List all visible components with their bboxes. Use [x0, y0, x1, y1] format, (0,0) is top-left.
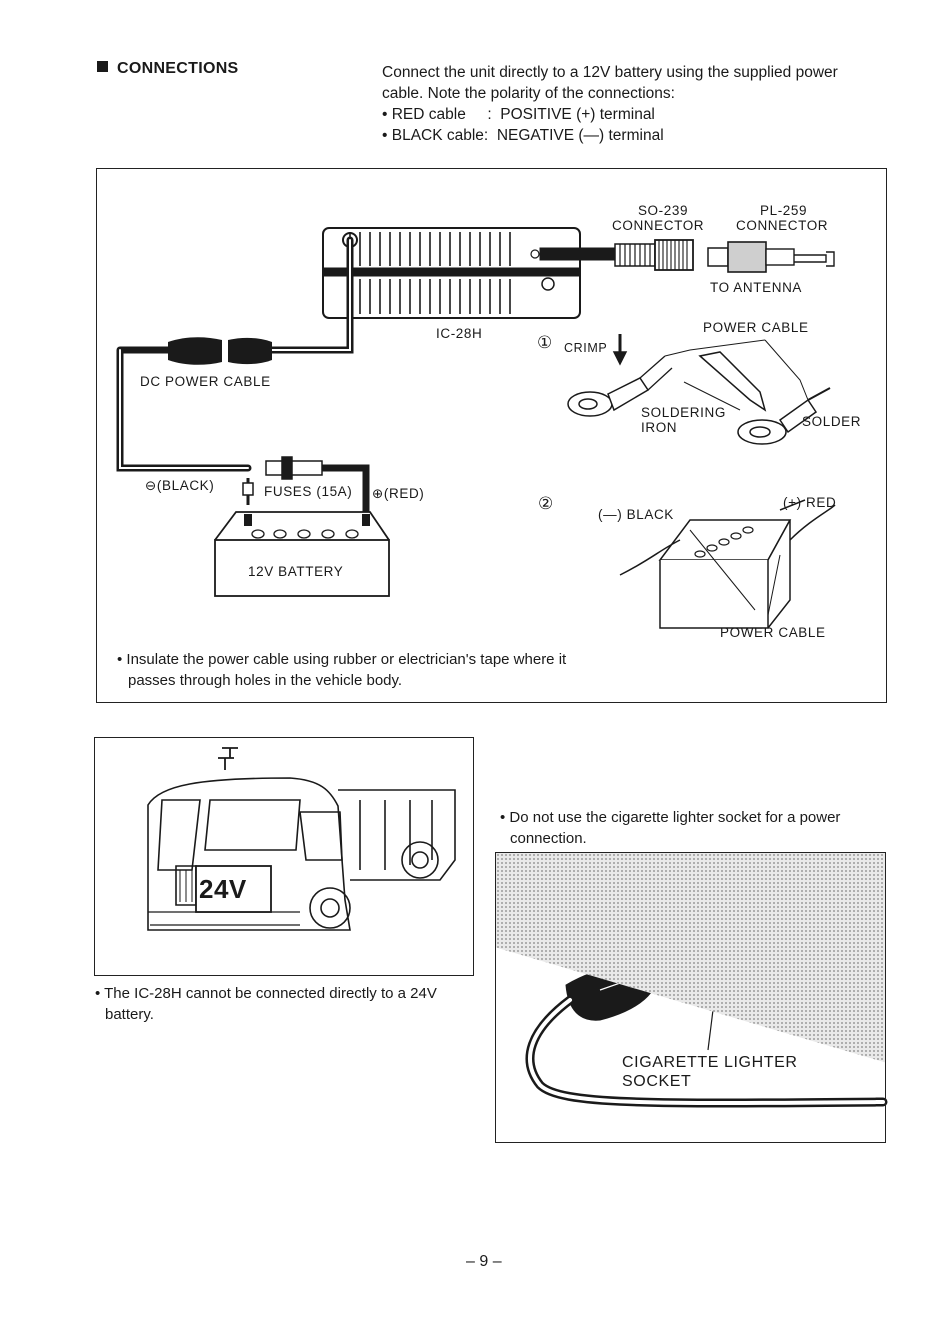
intro-line: cable. Note the polarity of the connecti… [382, 85, 675, 102]
insulate-note-line: passes through holes in the vehicle body… [128, 672, 403, 689]
connection-diagram-box [96, 168, 887, 703]
unit-label: IC-28H [436, 326, 483, 341]
black-terminal-label: ⊖(BLACK) [145, 478, 215, 493]
crimp-solder-illustration [567, 334, 831, 445]
solder-label: SOLDER [802, 414, 862, 429]
soldering-iron-line: IRON [641, 420, 678, 435]
truck-note: • The IC-28H cannot be connected directl… [95, 983, 495, 1025]
step1-marker: ① [537, 333, 553, 352]
voltage-badge: 24V [199, 874, 247, 904]
so239-connector-label: CONNECTOR [612, 218, 705, 233]
truck-note-line: battery. [105, 1006, 154, 1023]
power-cable-top-label: POWER CABLE [703, 320, 809, 335]
section-heading: CONNECTIONS [97, 60, 239, 78]
lighter-label-line: SOCKET [622, 1073, 692, 1090]
soldering-iron-line: SOLDERING [641, 405, 726, 420]
pl259-label: PL-259 [760, 203, 808, 218]
step2-marker: ② [538, 494, 554, 513]
insulate-note: • Insulate the power cable using rubber … [117, 649, 717, 691]
lighter-note-line: connection. [510, 830, 587, 847]
battery-cable-illustration [619, 499, 836, 629]
square-bullet-icon [97, 61, 108, 72]
fuse-holder-icon [242, 456, 323, 505]
transceiver-icon [322, 227, 581, 319]
positive-red-label: (+) RED [783, 495, 837, 510]
red-terminal-label: ⊕(RED) [372, 486, 425, 501]
dashboard-surface [496, 853, 885, 1063]
antenna-connector-icon [539, 239, 835, 273]
lighter-note: • Do not use the cigarette lighter socke… [500, 807, 900, 849]
battery-icon [214, 511, 390, 597]
lighter-panel-box [495, 852, 886, 1143]
lighter-label: CIGARETTE LIGHTER SOCKET [622, 1053, 798, 1091]
page-number: – 9 – [466, 1253, 502, 1270]
truck-note-line: • The IC-28H cannot be connected directl… [95, 985, 437, 1002]
section-title: CONNECTIONS [117, 60, 239, 77]
pl259-connector-label: CONNECTOR [736, 218, 829, 233]
dc-power-cable-label: DC POWER CABLE [140, 374, 271, 389]
power-cable-bottom-label: POWER CABLE [720, 625, 826, 640]
insulate-note-line: • Insulate the power cable using rubber … [117, 651, 567, 668]
power-plug-icon [168, 337, 272, 365]
so239-model: SO-239 [637, 203, 689, 218]
negative-black-label: (—) BLACK [598, 507, 674, 522]
battery-label: 12V BATTERY [248, 564, 344, 579]
truck-icon [147, 747, 456, 931]
truck-panel-box [94, 737, 474, 976]
lighter-note-line: • Do not use the cigarette lighter socke… [500, 809, 841, 826]
to-antenna-label: TO ANTENNA [710, 280, 803, 295]
so239-label: SO-239 [633, 203, 693, 218]
fuses-label: FUSES (15A) [264, 484, 353, 499]
dc-power-cable-line [116, 236, 370, 518]
intro-line: Connect the unit directly to a 12V batte… [382, 64, 838, 81]
intro-text: Connect the unit directly to a 12V batte… [382, 62, 902, 146]
lighter-label-line: CIGARETTE LIGHTER [622, 1054, 798, 1071]
polarity-black: • BLACK cable: NEGATIVE (—) terminal [382, 127, 664, 144]
polarity-red: • RED cable : POSITIVE (+) terminal [382, 106, 655, 123]
soldering-iron-label: SOLDERING IRON [641, 405, 726, 435]
crimp-label: CRIMP [564, 341, 608, 355]
